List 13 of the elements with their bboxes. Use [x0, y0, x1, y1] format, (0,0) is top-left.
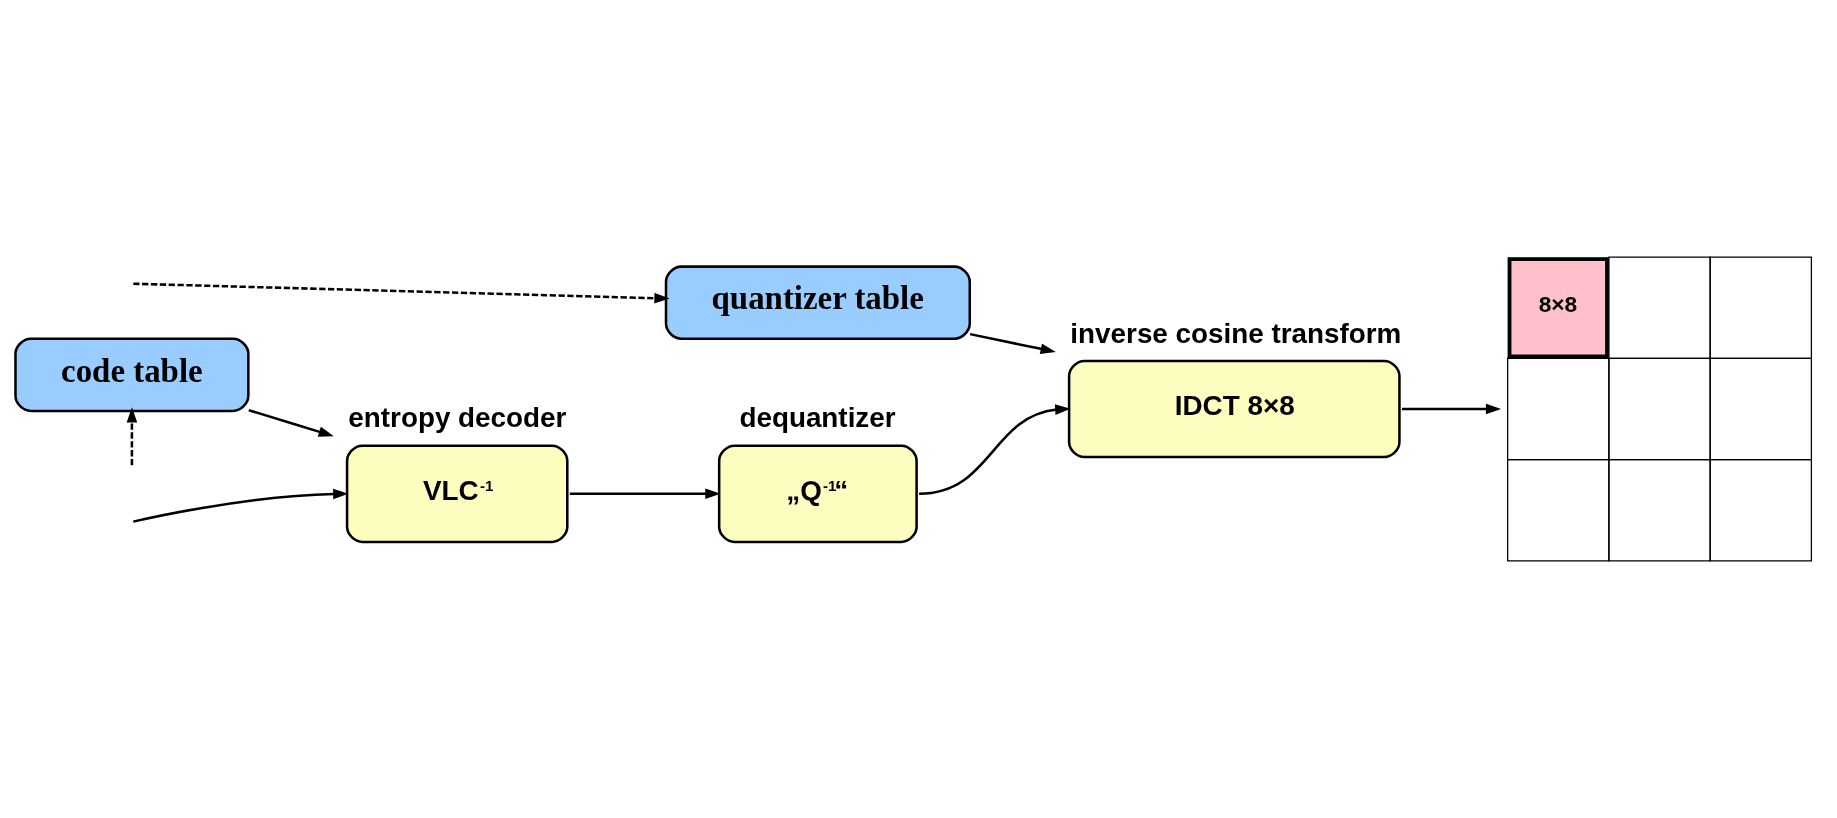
- node-label: inverse cosine transform: [1070, 317, 1402, 349]
- node-box: code table: [14, 337, 250, 413]
- arrow: [248, 409, 334, 437]
- node-box: quantizer table: [664, 265, 972, 341]
- arrow: [133, 488, 349, 523]
- node-label: dequantizer: [739, 402, 896, 434]
- arrow: [569, 488, 721, 500]
- arrow: [969, 332, 1056, 355]
- arrow: [1401, 403, 1502, 415]
- arrow: [126, 407, 138, 466]
- arrow: [919, 404, 1071, 496]
- node-label: entropy decoder: [348, 402, 567, 434]
- arrow: [133, 282, 670, 304]
